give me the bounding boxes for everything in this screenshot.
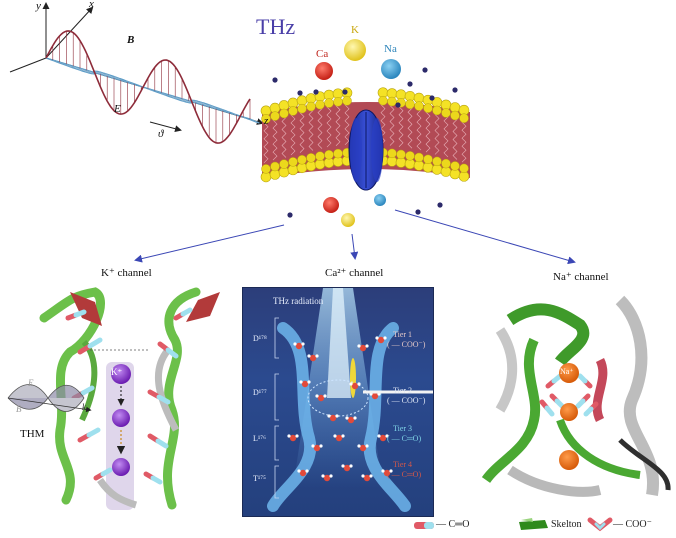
legend-co-icon xyxy=(414,522,434,529)
k-ion-top xyxy=(344,39,366,61)
tier3-group: ( — C═O) xyxy=(387,434,422,443)
residue-l176: L¹⁷⁶ xyxy=(253,434,266,443)
ca-ion-top xyxy=(315,62,333,80)
na-channel-label: Na⁺ channel xyxy=(553,271,609,283)
na-ion-label: Na xyxy=(384,43,397,55)
tier2-name: Tier 2 xyxy=(393,386,413,395)
na-ion-bottom xyxy=(374,194,386,206)
thz-radiation-label: THz radiation xyxy=(273,296,324,306)
tier2-group: ( — COO⁻) xyxy=(387,396,426,405)
arrow-to-na-channel xyxy=(394,209,576,265)
residue-d178: D¹⁷⁸ xyxy=(253,334,267,343)
ca-ion-bottom xyxy=(323,197,339,213)
tier1-name: Tier 1 xyxy=(393,330,413,339)
tier1-group: ( — COO⁻) xyxy=(387,340,426,349)
tier4-name: Tier 4 xyxy=(393,460,413,469)
k-channel-structure xyxy=(7,287,220,510)
arrow-to-k-channel xyxy=(134,224,285,263)
na-ion-in-channel: Na⁺ xyxy=(560,367,574,376)
legend-skelton-label: Skelton xyxy=(551,519,582,530)
thz-title: THz xyxy=(256,14,296,39)
x-axis-label: x xyxy=(89,0,94,10)
y-axis-label: y xyxy=(36,0,41,12)
ca-ion-label: Ca xyxy=(316,48,329,60)
k-channel-label: K⁺ channel xyxy=(101,267,152,279)
arrow-to-ca-channel xyxy=(350,233,359,260)
k-ion-in-channel: K⁺ xyxy=(111,367,123,377)
e-field-label: E xyxy=(114,103,121,115)
thm-e-label: E xyxy=(28,378,34,388)
na-channel-structure xyxy=(481,295,671,497)
na-ion-top xyxy=(381,59,401,79)
tier4-group: ( — C═O) xyxy=(387,470,422,479)
legend-coo-label: — COO⁻ xyxy=(613,519,652,530)
tier3-name: Tier 3 xyxy=(393,424,413,433)
thm-k-label: k xyxy=(82,402,86,412)
thm-b-label: B xyxy=(16,404,22,414)
k-ion-label: K xyxy=(351,24,359,36)
theta-label: ϑ xyxy=(158,128,164,140)
thm-label: THM xyxy=(20,428,45,440)
residue-d177: D¹⁷⁷ xyxy=(253,388,267,397)
em-wave-diagram xyxy=(9,2,264,144)
ca-channel-label: Ca²⁺ channel xyxy=(325,267,384,279)
legend xyxy=(414,517,613,532)
legend-co-label: — C═O xyxy=(436,519,470,530)
ion-channel-protein xyxy=(348,109,384,191)
legend-skelton-icon xyxy=(519,518,548,530)
ca-channel-panel: THz radiation D¹⁷⁸ D¹⁷⁷ L¹⁷⁶ T¹⁷⁵ Tier 1… xyxy=(242,287,434,517)
z-axis-label: z xyxy=(264,115,269,127)
ca-channel-art xyxy=(267,288,433,512)
cell-membrane xyxy=(260,67,470,218)
residue-t175: T¹⁷⁵ xyxy=(253,474,266,483)
b-field-label: B xyxy=(127,34,135,46)
legend-coo-icon xyxy=(587,517,613,532)
k-ion-bottom xyxy=(341,213,355,227)
